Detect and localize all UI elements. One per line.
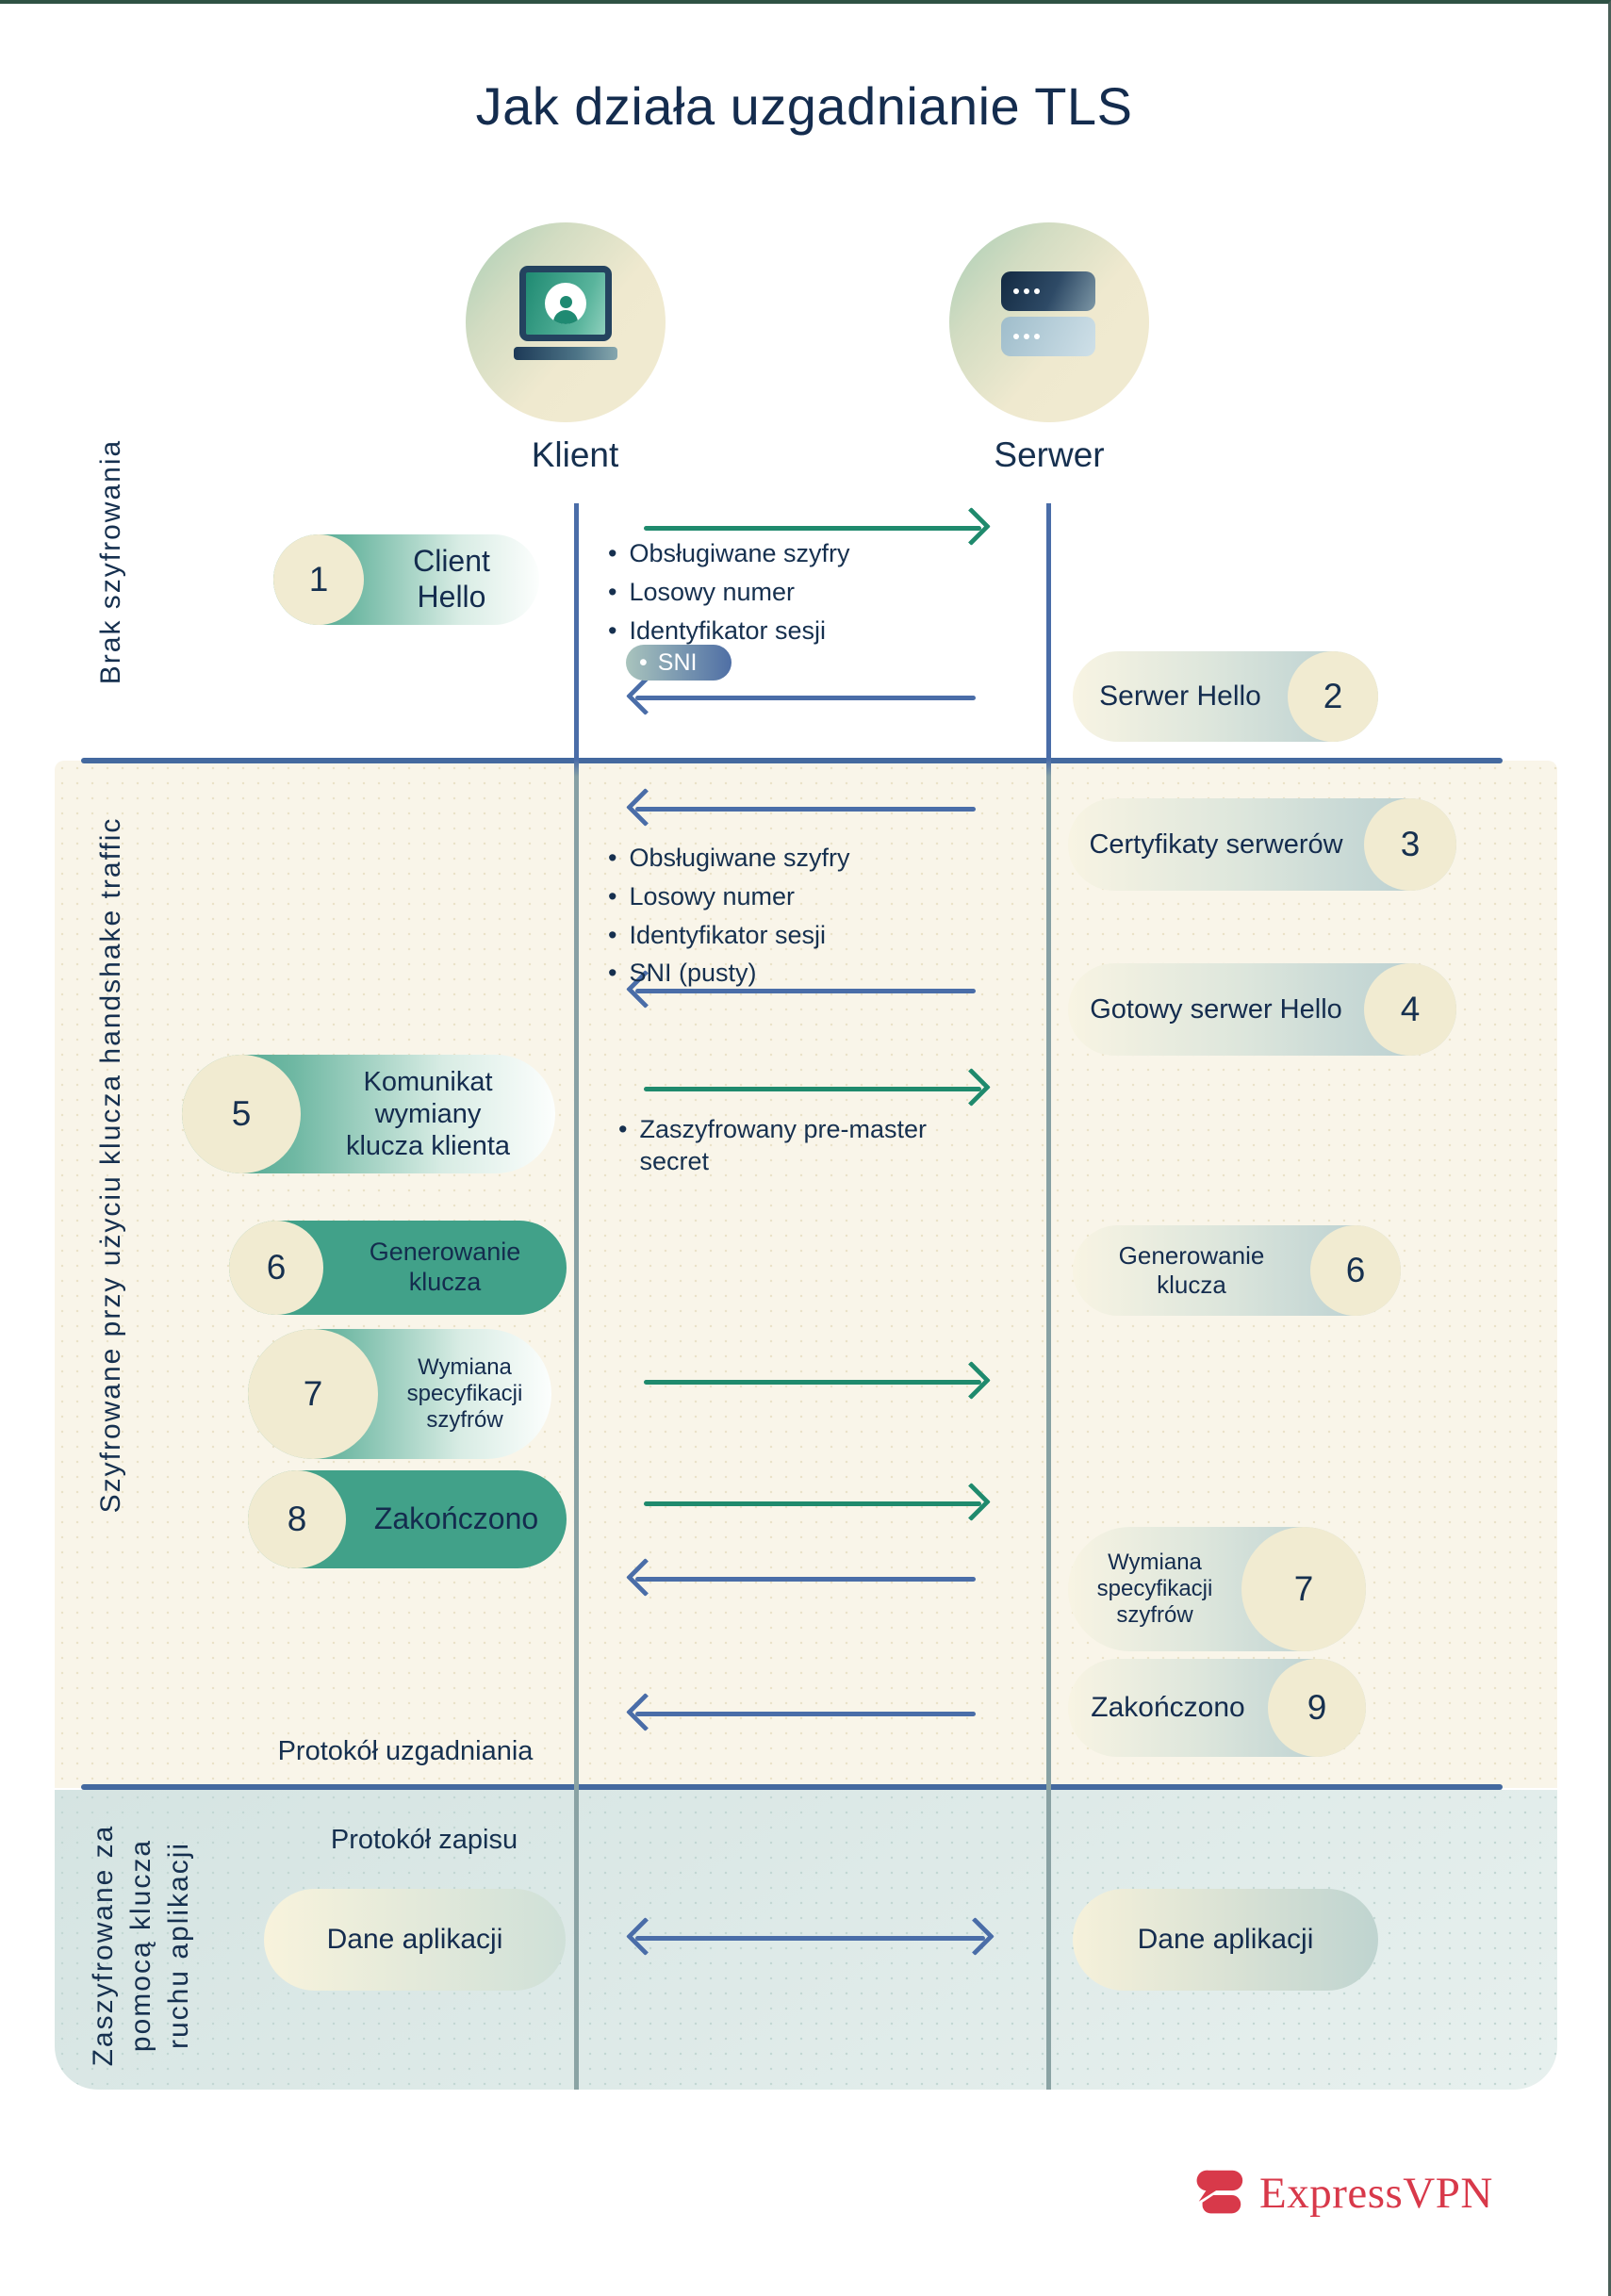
client-lifeline [574,503,579,2090]
key-exchange-details-list: Zaszyfrowany pre-master secret [618,1114,948,1185]
step-number-badge: 2 [1288,651,1378,742]
step-4-server-hello-done-pill: Gotowy serwer Hello 4 [1068,963,1456,1056]
list-item: Losowy numer [608,881,850,913]
arrow-right-client-hello [644,526,981,531]
laptop-screen [519,266,612,341]
arrow-left-certificates [635,807,976,812]
arrow-both-app-data [635,1936,985,1941]
step-number-badge: 4 [1364,963,1456,1056]
server-unit-top [1001,271,1095,311]
step-number-badge: 6 [229,1221,323,1315]
handshake-protocol-label: Protokół uzgadniania [277,1736,534,1766]
list-item: Obsługiwane szyfry [608,843,849,875]
list-item: Losowy numer [608,577,850,609]
section-divider-2 [81,1784,1503,1790]
step-5-client-key-exchange-pill: 5 Komunikat wymiany klucza klienta [182,1055,555,1173]
sni-highlight-pill: SNI [626,645,732,681]
list-item: Zaszyfrowany pre-master secret [618,1114,948,1178]
list-item: SNI (pusty) [608,958,850,990]
server-unit-bottom [1001,317,1095,356]
step-number-badge: 9 [1268,1659,1366,1757]
step-7-client-change-cipher-pill: 7 Wymiana specyfikacji szyfrów [248,1329,551,1459]
step-number-badge: 1 [273,534,364,625]
arrow-left-server-hello [635,696,976,700]
step-number-badge: 7 [1241,1527,1366,1651]
step-1-client-hello-pill: 1 Client Hello [273,534,539,625]
step-number-badge: 6 [1310,1225,1401,1316]
page-title: Jak działa uzgadnianie TLS [475,76,1133,136]
side-label-handshake-key: Szyfrowane przy użyciu klucza handshake … [95,816,126,1514]
step-6-client-key-generation-pill: 6 Generowanie klucza [229,1221,567,1315]
step-3-certificates-pill: Certyfikaty serwerów 3 [1068,798,1456,891]
user-avatar-icon [545,283,586,324]
expressvpn-logo: ExpressVPN [1190,2164,1493,2222]
step-number-badge: 7 [248,1329,378,1459]
client-label: Klient [531,435,619,474]
list-item: Identyfikator sesji [608,920,850,952]
arrow-right-change-cipher [644,1380,981,1385]
list-item: Identyfikator sesji [608,615,850,648]
arrow-left-server-hello-done [635,989,976,993]
side-label-no-encryption: Brak szyfrowania [95,438,126,685]
arrow-right-finished [644,1501,981,1506]
side-label-app-key: Zaszyfrowane za pomocą klucza ruchu apli… [88,1824,194,2067]
list-item: Obsługiwane szyfry [608,538,849,570]
app-data-client-pill: Dane aplikacji [264,1889,566,1991]
client-hello-details-list: Obsługiwane szyfry Losowy numer Identyfi… [608,538,850,653]
server-stack-icon [1001,271,1095,362]
step-8-client-finished-pill: 8 Zakończono [248,1470,567,1568]
step-2-server-hello-pill: Serwer Hello 2 [1073,651,1378,742]
server-label: Serwer [994,435,1105,474]
step-6-server-key-generation-pill: Generowanie klucza 6 [1073,1225,1401,1316]
expressvpn-brandmark-icon [1196,2170,1243,2214]
laptop-icon [514,266,617,360]
arrow-right-key-exchange [644,1087,981,1091]
app-data-server-pill: Dane aplikacji [1073,1889,1378,1991]
record-protocol-label: Protokół zapisu [330,1825,518,1855]
server-hello-details-list: Obsługiwane szyfry Losowy numer Identyfi… [608,843,850,996]
arrow-left-change-cipher-server [635,1577,976,1582]
step-number-badge: 8 [248,1470,346,1568]
step-9-server-finished-pill: Zakończono 9 [1068,1659,1366,1757]
section-divider-1 [81,758,1503,763]
arrow-left-finished-server [635,1712,976,1716]
expressvpn-wordmark: ExpressVPN [1259,2169,1493,2218]
step-number-badge: 5 [182,1055,301,1173]
server-lifeline [1046,503,1051,2090]
step-number-badge: 3 [1364,798,1456,891]
step-7-server-change-cipher-pill: Wymiana specyfikacji szyfrów 7 [1068,1527,1366,1651]
